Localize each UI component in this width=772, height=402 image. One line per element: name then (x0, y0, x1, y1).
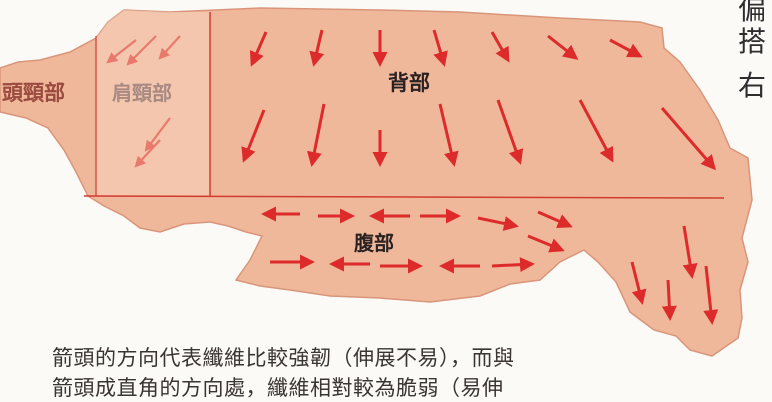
direction-arrow-icon (249, 31, 268, 67)
direction-arrow-icon (547, 34, 579, 60)
direction-arrow-icon (144, 117, 171, 152)
direction-arrow-icon (490, 31, 510, 63)
label-shoulder: 肩頸部 (112, 81, 172, 105)
direction-arrow-icon (477, 216, 519, 231)
direction-arrow-icon (682, 225, 698, 279)
direction-arrow-icon (158, 35, 181, 60)
direction-arrow-icon (537, 210, 573, 229)
direction-arrow-icon (106, 39, 137, 64)
divider-back-belly (83, 195, 725, 199)
shoulder-region (96, 10, 210, 196)
side-text-fragment: 偏 (738, 0, 767, 26)
direction-arrow-icon (630, 261, 647, 305)
direction-arrow-icon (661, 279, 677, 321)
direction-arrow-icon (496, 99, 524, 165)
direction-arrow-icon (309, 29, 325, 67)
side-text-fragment: 右 (738, 69, 767, 102)
direction-arrow-icon (578, 99, 614, 163)
label-back: 背部 (388, 71, 430, 95)
direction-arrow-icon (432, 29, 448, 67)
direction-arrow-icon (241, 109, 266, 163)
direction-arrow-icon (609, 38, 643, 58)
caption-line-2: 箭頭成直角的方向處，纖維相對較為脆弱（易伸 (52, 376, 504, 400)
direction-arrow-icon (126, 35, 157, 66)
side-text-fragment: 搭 (738, 25, 767, 58)
direction-arrow-icon (306, 103, 326, 167)
direction-arrow-icon (527, 234, 565, 253)
direction-arrow-icon (438, 103, 459, 167)
direction-arrow-icon (660, 107, 716, 171)
direction-arrow-icon (703, 265, 719, 325)
caption-line-1: 箭頭的方向代表纖維比較強韌（伸展不易），而與 (52, 346, 515, 370)
direction-arrow-icon (491, 257, 535, 273)
direction-arrow-icon (134, 139, 161, 168)
label-head: 頭頸部 (2, 81, 65, 105)
label-belly: 腹部 (354, 231, 394, 255)
